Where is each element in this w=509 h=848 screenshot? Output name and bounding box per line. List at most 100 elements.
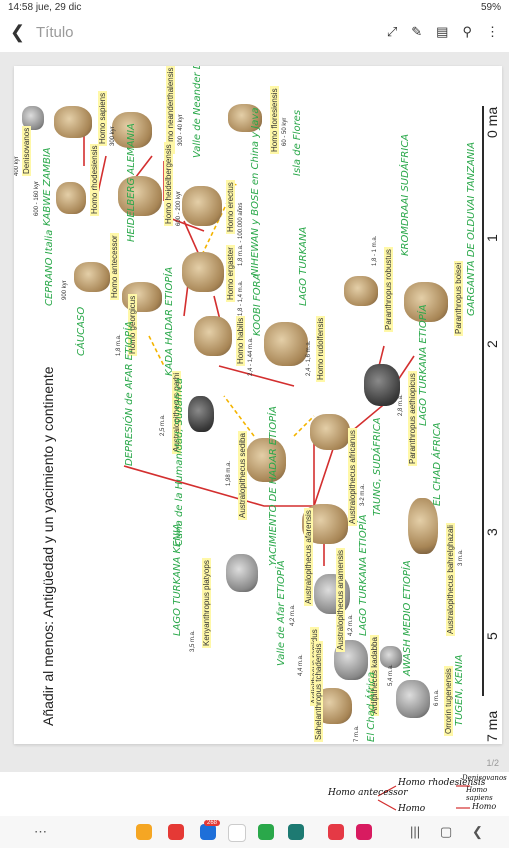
label-homo-antecessor: Homo antecessor: [110, 233, 119, 300]
fossil-kenyanthropus: [226, 554, 258, 592]
fossil-australopithecus-bahrelghazali: [408, 498, 438, 554]
age-homo-ergaster: 1,8 - 1,4 m.a.: [238, 280, 244, 316]
ink-note-rhodesiensis: Homo rhodesiensis: [398, 778, 486, 788]
age-homo-sapiens: 300 kyr: [110, 126, 116, 146]
label-australopithecus-anamensis: Australopithecus anamensis: [336, 547, 345, 652]
label-homo-rudolfensis: Homo rudolfensis: [316, 315, 325, 382]
place-paranthropus-boisei: GARGANTA DE OLDUVAI TANZANIA: [466, 141, 477, 316]
place-paranthropus-robustus: KROMDRAAI SUDÁFRICA: [400, 133, 411, 256]
age-australopithecus-sediba: 1,98 m.a.: [226, 460, 232, 486]
search-icon[interactable]: ⚲: [462, 24, 472, 39]
recents-icon[interactable]: |||: [410, 824, 421, 839]
fossil-homo-antecessor: [74, 262, 110, 292]
app-drawer-icon[interactable]: ⋯: [34, 824, 47, 839]
app-toolbar: ❮ Título ⤢ ✎ ▤ ⚲ ⋮: [0, 16, 509, 52]
place-homo-habilis: KADA HADAR ETIOPÍA: [164, 266, 175, 376]
label-australopithecus-africanus: Australopithecus africanus: [348, 428, 357, 526]
gallery-app-icon[interactable]: [356, 824, 372, 840]
fossil-orrorin: [396, 680, 430, 718]
flipboard-app-icon[interactable]: [168, 824, 184, 840]
back-icon[interactable]: ❮: [10, 22, 26, 42]
fossil-homo-heidelbergensis: [118, 176, 162, 216]
label-homo-erectus: Homo erectus: [226, 180, 235, 234]
label-australopithecus-sediba: Australopithecus sediba: [238, 431, 247, 520]
calculator-app-icon[interactable]: [258, 824, 274, 840]
status-time: 14:58 jue, 29 dic: [8, 2, 82, 13]
label-homo-rhodesiensis: Homo rhodesiensis: [90, 143, 99, 216]
label-sahelanthropus: Sahelanthropus tchadensis: [314, 641, 323, 742]
age-homo-neanderthalensis: 300 - 40 kyr: [178, 114, 184, 146]
fossil-paranthropus-aethiopicus: [364, 364, 400, 406]
label-homo-neanderthalensis: Homo neanderthalensis: [166, 66, 175, 154]
label-homo-heidelbergensis: Homo heidelbergensis: [164, 142, 173, 226]
fossil-australopithecus-garhi: [188, 396, 214, 432]
age-ardipithecus-kadabba: 5,4 m.a.: [388, 664, 394, 686]
place-homo-floresiensis: Isla de Flores: [292, 109, 303, 176]
page-indicator: 1/2: [486, 758, 499, 768]
fossil-denisovanos: [22, 106, 44, 130]
age-homo-heidelbergensis: 600 - 200 kyr: [176, 190, 182, 226]
place-homo-rhodesiensis: KABWE ZAMBIA: [42, 147, 53, 226]
label-australopithecus-afarensis: Australopithecus afarensis: [304, 508, 313, 606]
age-ardipithecus-ramidus: 4,4 m.a.: [298, 654, 304, 676]
calendar-app-icon[interactable]: [288, 824, 304, 840]
fossil-ardipithecus-kadabba: [380, 646, 402, 668]
place-ardipithecus-ramidus: Valle de Afar ETIOPÍA: [276, 560, 287, 666]
label-paranthropus-robustus: Paranthropus robustus: [384, 247, 393, 332]
expand-icon[interactable]: ⤢: [386, 24, 398, 39]
google-app-icon[interactable]: [228, 824, 246, 842]
fossil-homo-erectus: [182, 186, 222, 226]
slide-page: Añadir al menos: Antigüedad y un yacimie…: [14, 66, 502, 744]
back-nav-icon[interactable]: ❮: [472, 824, 483, 839]
age-australopithecus-bahrelghazali: 3 m.a.: [458, 549, 464, 566]
label-paranthropus-boisei: Paranthropus boisei: [454, 260, 463, 336]
ink-note-denisovanos: Denisovanos: [462, 774, 507, 782]
edit-icon[interactable]: ✎: [411, 24, 423, 39]
age-orrorin: 6 m.a.: [434, 689, 440, 706]
place-australopithecus-bahrelghazali: EL CHAD ÁFRICA: [432, 422, 443, 506]
ink-notes-area[interactable]: Homo antecessor Homo rhodesiensis Homo D…: [0, 772, 509, 816]
age-homo-georgicus: 1,8 m.a.: [116, 334, 122, 356]
outlook-app-icon[interactable]: [200, 824, 216, 840]
place-homo-georgicus: CÁUCASO: [76, 306, 87, 356]
home-icon[interactable]: ▢: [440, 824, 453, 839]
fossil-australopithecus-africanus: [310, 414, 350, 450]
place-homo-ergaster: KOOBI FORA: [252, 273, 263, 336]
label-homo-ergaster: Homo ergaster: [226, 245, 235, 302]
label-orrorin: Orrorin tugenensis: [444, 666, 453, 736]
place-australopithecus-sediba: Cuna de la Humanidad, Sudáfrica: [174, 378, 185, 546]
place-homo-antecessor: CEPRANO Italia: [44, 229, 55, 306]
age-paranthropus-aethiopicus: 2,8 m.a.: [398, 394, 404, 416]
fossil-homo-rhodesiensis: [56, 182, 86, 214]
label-kenyanthropus: Kenyanthropus platyops: [202, 558, 211, 648]
age-homo-erectus: 1,8 m.a. - 100.000 años: [238, 202, 244, 266]
notification-badge: 268: [204, 820, 221, 826]
note-title[interactable]: Título: [36, 24, 74, 41]
fossil-paranthropus-robustus: [344, 276, 378, 306]
age-sahelanthropus: 7 m.a.: [354, 725, 360, 742]
fossil-australopithecus-sediba: [246, 438, 286, 482]
screen-recorder-app-icon[interactable]: [328, 824, 344, 840]
ink-note-homo: Homo: [398, 804, 426, 814]
more-icon[interactable]: ⋮: [486, 24, 499, 39]
age-australopithecus-garhi: 2,5 m.a.: [160, 414, 166, 436]
place-australopithecus-afarensis: YACIMIENTO DE HADAR ETIOPÍA: [268, 406, 279, 566]
label-paranthropus-aethiopicus: Paranthropus aethiopicus: [408, 371, 417, 466]
status-battery: 59%: [480, 2, 501, 13]
reader-icon[interactable]: ▤: [436, 24, 449, 39]
age-denisovanos: 400 kyr: [14, 156, 20, 176]
folder-app-icon[interactable]: [136, 824, 152, 840]
place-homo-neanderthalensis: Valle de Neander Düsseldorf: [192, 66, 203, 158]
place-kenyanthropus: LAGO TURKANA KENIA: [172, 523, 183, 636]
ink-note-antecessor: Homo antecessor: [328, 788, 408, 798]
fossil-homo-habilis: [194, 316, 232, 356]
age-homo-rhodesiensis: 600 - 160 kyr: [34, 180, 40, 216]
ink-arrows: [377, 785, 470, 811]
place-australopithecus-garhi: DEPRESIÓN de AFAR ETIOPÍA: [124, 321, 135, 466]
fossil-homo-neanderthalensis: [112, 112, 152, 148]
note-canvas[interactable]: Añadir al menos: Antigüedad y un yacimie…: [0, 52, 509, 772]
place-homo-rudolfensis: LAGO TURKANA: [298, 226, 309, 306]
age-homo-floresiensis: 60 - 50 kyr: [282, 117, 288, 146]
age-homo-habilis: 2,4 - 1,44 m.a.: [248, 337, 254, 376]
place-paranthropus-aethiopicus: LAGO TURKANA ETIOPÍA: [418, 304, 429, 426]
